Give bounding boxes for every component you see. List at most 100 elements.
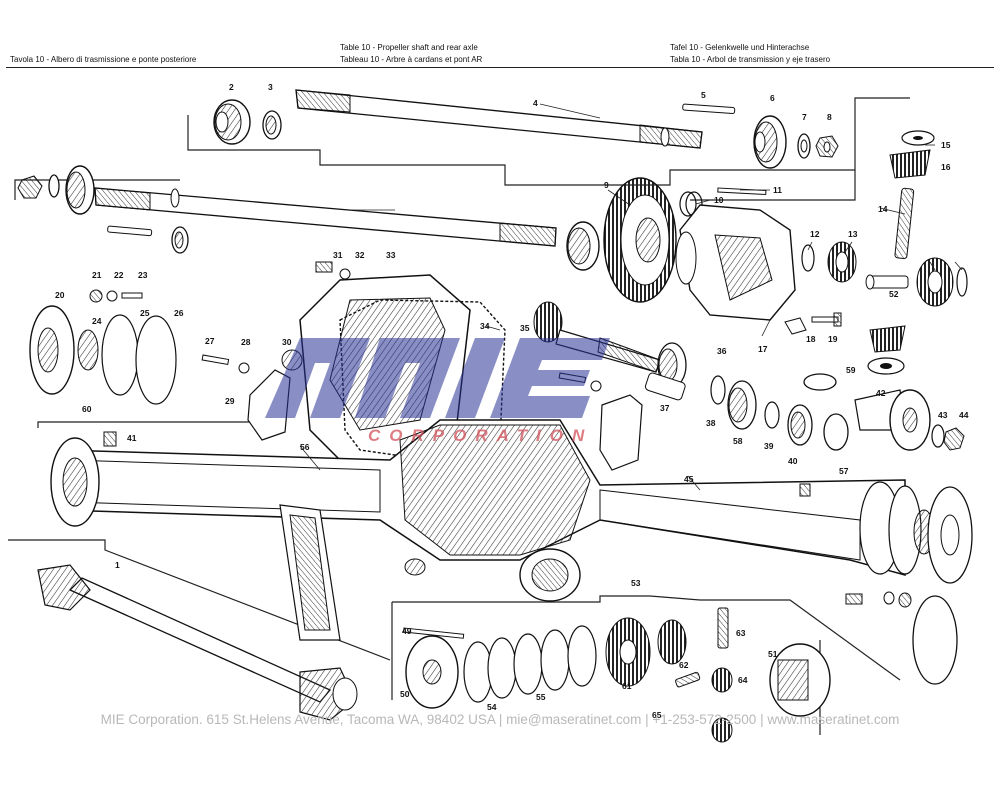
bearing-6-lower	[65, 165, 95, 215]
callout-16-upper: 16	[941, 162, 951, 172]
callout-52: 52	[889, 289, 899, 299]
callout-14: 14	[878, 204, 888, 214]
side-gear-13-right	[916, 257, 954, 307]
header-title-spanish: Tabla 10 - Arbol de transmission y eje t…	[670, 55, 831, 64]
callout-36: 36	[717, 346, 727, 356]
seal-40	[787, 404, 813, 446]
callout-64: 64	[738, 675, 748, 685]
pinion-62	[657, 619, 687, 665]
side-gear-61	[605, 617, 651, 687]
callout-41-left: 41	[127, 433, 137, 443]
pinion-64-upper	[711, 667, 733, 693]
callout-29-left: 29	[225, 396, 235, 406]
nut-21-right	[898, 592, 912, 608]
thrust-washer-15-upper	[901, 130, 935, 146]
callout-57: 57	[839, 466, 849, 476]
key-5-upper	[682, 103, 736, 114]
callout-65: 65	[652, 710, 662, 720]
callout-34: 34	[480, 321, 490, 331]
callout-63: 63	[736, 628, 746, 638]
axle-housing-45	[50, 419, 906, 641]
header-title-french: Tableau 10 - Arbre à cardans et pont AR	[340, 55, 483, 64]
callout-62: 62	[679, 660, 689, 670]
callout-40: 40	[788, 456, 798, 466]
pinion-16-upper	[889, 149, 931, 179]
diff-case-half-50	[405, 635, 459, 709]
callout-60-left: 60	[82, 404, 92, 414]
bearing-58	[727, 380, 757, 430]
diff-case-half-51	[769, 643, 831, 717]
cross-shaft-14	[894, 187, 915, 260]
leader-lines	[299, 103, 963, 491]
callout-43: 43	[938, 410, 948, 420]
callout-19: 19	[828, 334, 838, 344]
pinion-16-lower	[869, 325, 906, 353]
bracket-29-right	[599, 394, 643, 471]
callout-numbers: 1 2 3 4 5 6 7 8 9 10 11 12 13 14 15 16 1…	[55, 82, 969, 720]
callout-45: 45	[684, 474, 694, 484]
callout-17: 17	[758, 344, 768, 354]
lock-plate-18	[784, 317, 807, 335]
callout-56: 56	[300, 442, 310, 452]
callout-35: 35	[520, 323, 530, 333]
gasket-60-right	[912, 595, 958, 685]
header-title-english: Table 10 - Propeller shaft and rear axle	[340, 43, 478, 52]
callout-49: 49	[402, 626, 412, 636]
flange-20-left	[29, 305, 75, 395]
callout-53: 53	[631, 578, 641, 588]
seal-3-lower	[171, 226, 189, 254]
watermark-tagline: CORPORATION	[368, 426, 594, 445]
key-5-lower	[107, 225, 153, 237]
header-title-italian: Tavola 10 - Albero di trasmissione e pon…	[10, 55, 197, 64]
callout-13: 13	[848, 229, 858, 239]
shim-38	[710, 375, 726, 405]
gasket-25-left	[101, 314, 139, 396]
bearing-2-lower	[566, 221, 600, 271]
bolt-49	[403, 627, 465, 639]
washer-7-upper	[797, 133, 811, 159]
washer-43	[931, 424, 945, 448]
callout-38: 38	[706, 418, 716, 428]
side-gear-13	[827, 241, 857, 283]
differential-case-17	[675, 204, 796, 321]
flange-42	[854, 389, 931, 451]
callout-26-left: 26	[174, 308, 184, 318]
washer-32	[339, 268, 351, 280]
seal-57	[823, 413, 849, 451]
bushing-30-lower	[404, 558, 426, 576]
bolt-27-left	[201, 354, 230, 366]
flange-20-right	[927, 486, 973, 584]
callout-33: 33	[386, 250, 396, 260]
bearing-2-upper	[213, 99, 251, 145]
bolt-19	[811, 312, 842, 327]
callout-42: 42	[876, 388, 886, 398]
callout-1: 1	[115, 560, 120, 570]
propeller-shaft-1	[37, 564, 358, 721]
callout-21-left: 21	[92, 270, 102, 280]
callout-6-upper: 6	[770, 93, 775, 103]
pin-11	[717, 187, 767, 196]
callout-18: 18	[806, 334, 816, 344]
callout-15-upper: 15	[941, 140, 951, 150]
bearing-36	[657, 342, 687, 388]
callout-44: 44	[959, 410, 969, 420]
callout-22-left: 22	[114, 270, 124, 280]
mie-watermark-logo	[265, 338, 610, 418]
callout-61: 61	[622, 681, 632, 691]
callout-28-left: 28	[241, 337, 251, 347]
washer-7-lower	[48, 174, 60, 198]
shaft-52	[865, 274, 909, 290]
ring-59	[803, 373, 837, 391]
pinion-64-lower	[711, 717, 733, 743]
callout-3-upper: 3	[268, 82, 273, 92]
frame-lines	[8, 97, 910, 735]
header-title-german: Tafel 10 - Gelenkwelle und Hinterachse	[670, 43, 810, 52]
washer-39	[764, 401, 780, 429]
washer-22-right	[883, 591, 895, 605]
bolt-31	[315, 261, 333, 273]
callout-50: 50	[400, 689, 410, 699]
spacer-37	[644, 372, 686, 401]
washer-28-right	[590, 380, 602, 392]
callout-58: 58	[733, 436, 743, 446]
callout-4-upper: 4	[533, 98, 538, 108]
